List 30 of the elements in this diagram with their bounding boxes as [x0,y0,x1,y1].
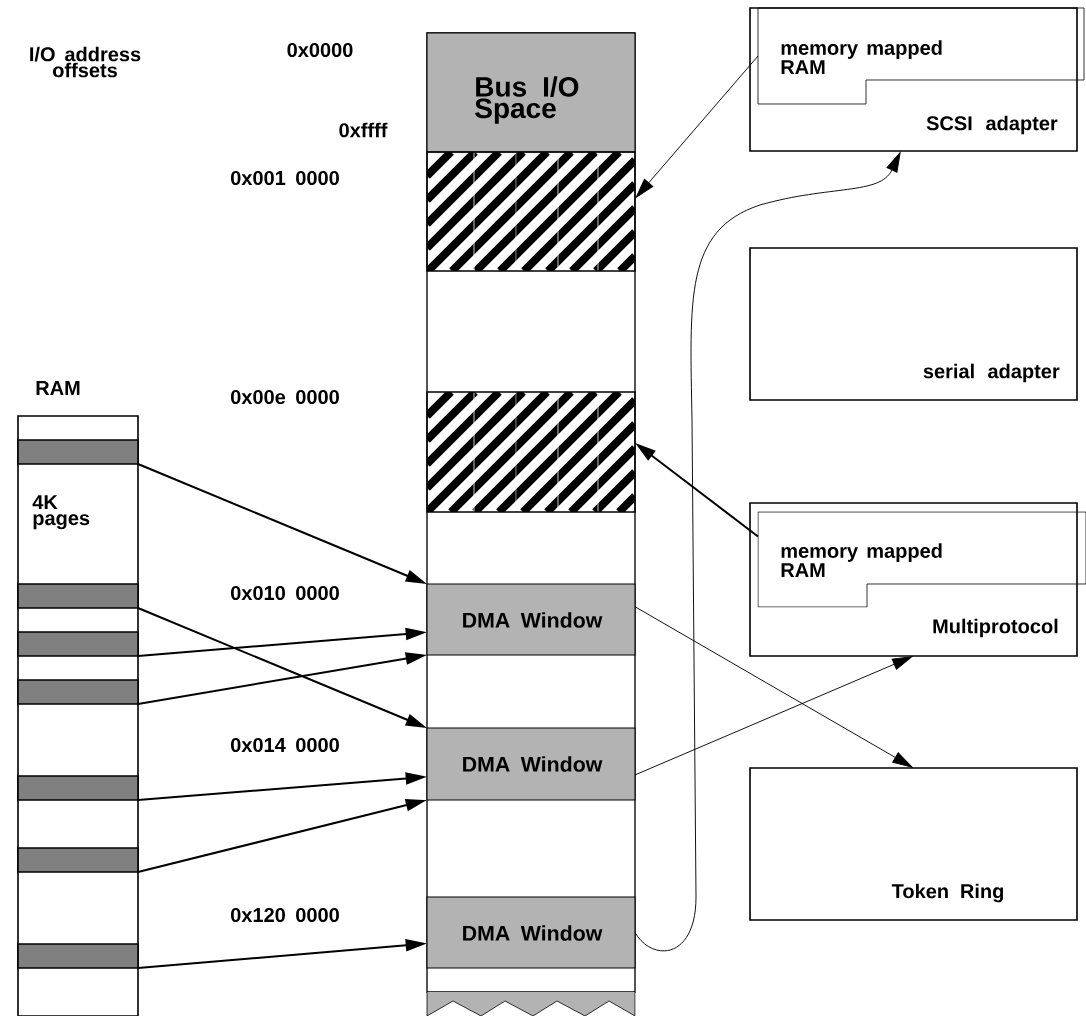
address-label: 0x001 0000 [231,170,339,186]
address-label: 0x00e 0000 [231,389,339,405]
memory-segment: DMA Window [426,727,636,801]
adapter-box: serial adapter [749,247,1078,401]
arrow [634,152,901,952]
address-label: 0x014 0000 [231,737,339,753]
memory-segment: DMA Window [426,896,636,969]
page-bar [17,679,139,705]
address-label: 0x0000 [287,42,353,58]
address-label: 0x010 0000 [231,585,339,601]
page-bar [17,583,139,609]
page-bar [17,847,139,873]
axis-heading: I/O address offsets [30,46,141,78]
memory-region: memory mapped RAM [757,511,1086,608]
memory-segment: Bus I/O Space [426,32,636,153]
memory-region: memory mapped RAM [757,7,1085,105]
arrow [634,656,913,776]
hatched-segment [426,151,636,272]
arrow [635,55,759,198]
address-label: 0x120 0000 [231,907,339,923]
hatched-segment [426,391,636,513]
node-label: RAM [36,381,80,395]
page-bar [17,943,139,969]
page-bar [17,439,139,465]
memory-segment: DMA Window [426,583,636,656]
adapter-box: Token Ring [749,767,1078,921]
address-label: 0xffff [339,122,388,138]
page-bar [17,631,139,657]
arrow [634,606,913,768]
page-bar [17,775,139,801]
